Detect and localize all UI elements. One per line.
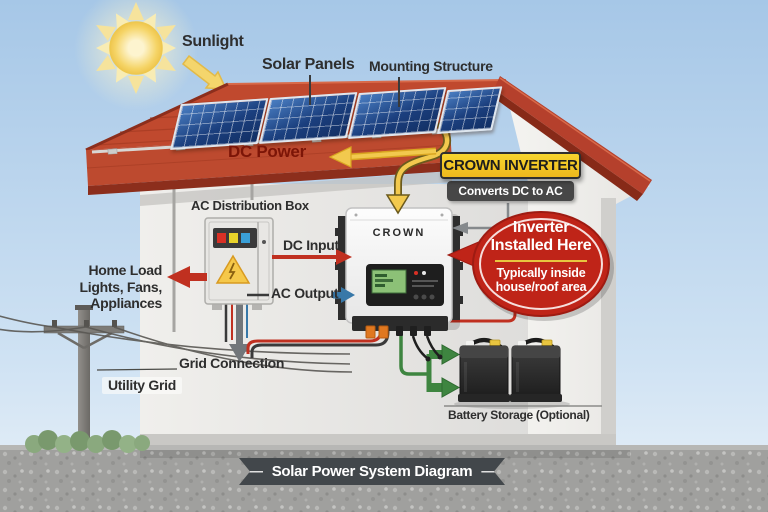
home-load-line3: Appliances [90,295,162,312]
mounting-pointer [398,77,400,107]
grid-connection-arrow [229,302,250,362]
utility-grid-label: Utility Grid [102,377,182,395]
solar-panel [437,86,503,134]
badge-wire-red [433,292,517,323]
sun-icon [74,0,198,110]
solar-panels-label: Solar Panels [262,56,355,73]
gable-trim [494,76,652,194]
eave-shadow [140,171,452,206]
battery-1 [458,338,510,402]
badge-note1: Typically inside [496,265,586,280]
power-lines [0,315,353,373]
grid-connection-label: Grid Connection [179,355,285,371]
ribbon-dash-right: — [481,463,497,480]
converts-banner: Converts DC to AC [447,181,574,201]
solar-panels-pointer [309,75,311,105]
ac-distribution-box [204,217,274,310]
warning-triangle-icon [215,254,251,284]
ac-output-arrow [247,287,355,303]
ac-distribution-box-label: AC Distribution Box [191,198,309,213]
ribbon-dash-left: — [247,463,263,480]
dc-cable-arrowhead [385,194,411,215]
home-load-arrow [167,266,207,288]
crown-inverter-banner: CROWN INVERTER [440,152,581,179]
badge-line1: Inverter [512,219,570,236]
dc-input-arrow [272,249,352,265]
inverter-brand: CROWN [372,227,426,239]
inverter-badge-text: Inverter Installed Here Typically inside… [475,219,607,295]
dc-cable [385,122,452,215]
dc-input-label: DC Input [283,237,339,253]
dc-power-label: DC Power [228,142,306,161]
battery-storage-label: Battery Storage (Optional) [448,408,590,422]
ribbon-title: Solar Power System Diagram [271,463,473,480]
inverter-badge [446,211,614,321]
battery-2 [510,338,562,402]
dangling-cables [411,335,440,359]
box-wires [224,302,248,342]
home-load-line2: Lights, Fans, [79,278,163,295]
badge-note2: house/roof area [495,280,587,295]
badge-line2: Installed Here [490,237,592,255]
home-load-label: Home Load Lights, Fans, Appliances [60,262,163,312]
mounting-structure-label: Mounting Structure [369,58,493,74]
ac-output-label: AC Output [271,285,339,301]
home-load-line1: Home Load [88,262,162,278]
bushes [25,430,150,453]
title-ribbon: — Solar Power System Diagram — [239,458,505,485]
utility-pole [43,305,125,448]
inverter-display [366,264,444,306]
dc-power-arrow [328,146,437,168]
grid-connection-pointer [96,368,178,371]
sunlight-label: Sunlight [182,33,244,50]
battery-storage [444,338,602,409]
badge-divider [495,259,587,262]
